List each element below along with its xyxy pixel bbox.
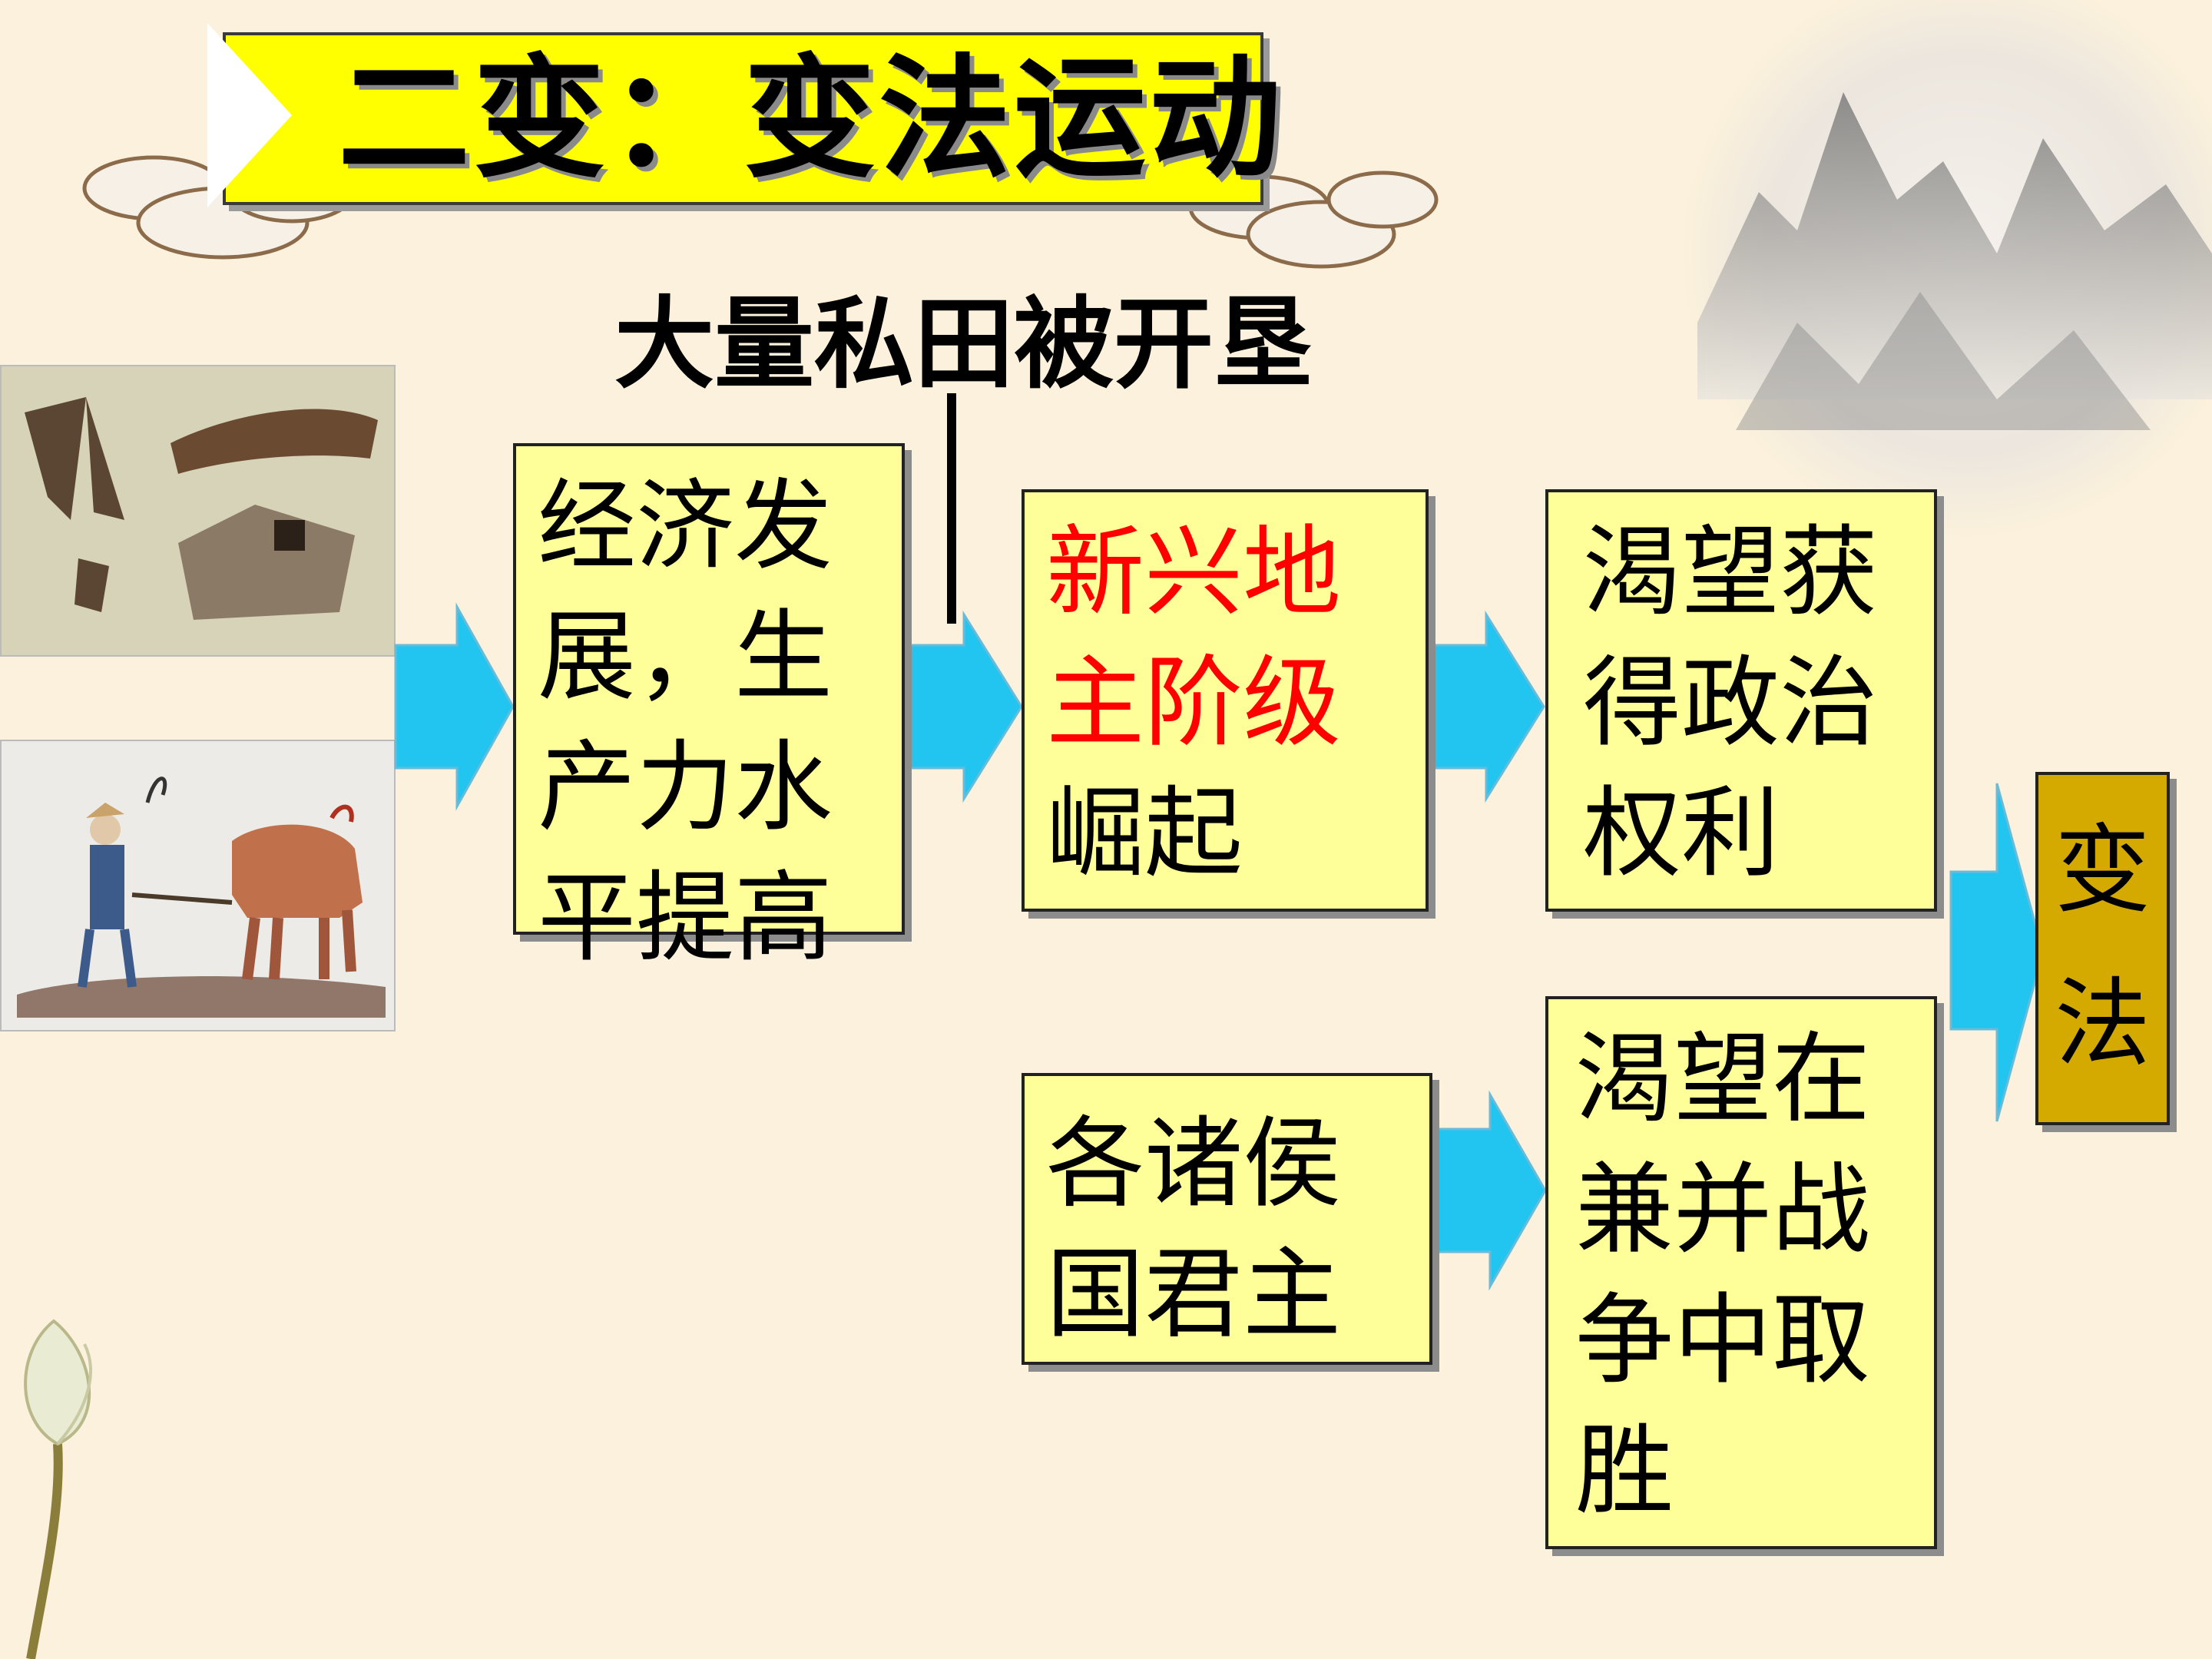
box-monarchs: 各诸侯国君主: [1022, 1073, 1432, 1365]
arrow-economy-to-landlord: [905, 610, 1023, 803]
arrow-landlord-to-political: [1427, 610, 1545, 803]
box-monarchs-text: 各诸侯国君主: [1046, 1107, 1342, 1352]
box-political-rights: 渴望获得政治权利: [1545, 489, 1937, 912]
plowing-ox-painting: [0, 740, 396, 1031]
box-political-text: 渴望获得政治权利: [1583, 515, 1879, 891]
box-economy-text: 经济发展，生产力水平提高: [538, 469, 833, 975]
page-title: 二变：变法运动: [338, 41, 1284, 196]
arrow-to-reform: [1949, 783, 2045, 1122]
arrow-photos-to-economy: [394, 602, 515, 811]
iron-tools-photo: [0, 365, 396, 657]
title-banner: [223, 32, 1263, 205]
lotus-bud-icon: [24, 1319, 92, 1659]
box-victory-text: 渴望在兼并战争中取胜: [1575, 1022, 1871, 1528]
box-reform: 变法: [2035, 772, 2170, 1125]
box-win-annexation-war: 渴望在兼并战争中取胜: [1545, 996, 1937, 1549]
arrow-monarchs-to-victory: [1431, 1090, 1547, 1291]
connector-line: [947, 393, 956, 624]
title-notch: [207, 23, 292, 207]
box-landlord-rest: 崛起: [1046, 777, 1243, 891]
box-new-landlord-class: 新兴地主阶级 崛起: [1022, 489, 1429, 912]
box-economy-development: 经济发展，生产力水平提高: [513, 443, 905, 975]
box-landlord-highlight: 新兴地主阶级: [1046, 515, 1342, 760]
top-label: 大量私田被开垦: [614, 286, 1314, 402]
mountain-moon-icon: [1682, 0, 2212, 538]
box-reform-text: 变法: [2055, 815, 2151, 1080]
